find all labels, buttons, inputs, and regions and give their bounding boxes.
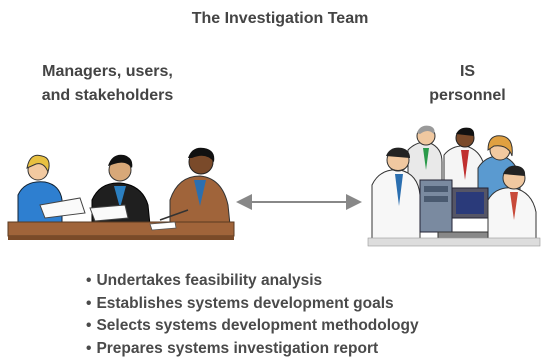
- manager-person-1: [17, 154, 86, 226]
- task-list: Undertakes feasibility analysis Establis…: [86, 270, 419, 361]
- is-person-front-right: [487, 165, 537, 246]
- task-item: Undertakes feasibility analysis: [86, 270, 419, 293]
- task-item: Prepares systems investigation report: [86, 338, 419, 361]
- computer-workstation: [419, 179, 495, 241]
- managers-group-illustration: [7, 147, 235, 240]
- is-personnel-group-illustration: [367, 125, 541, 247]
- manager-person-2: [89, 154, 151, 226]
- meeting-table: [7, 221, 235, 237]
- is-person-back-2: [443, 127, 485, 196]
- task-item: Establishes systems development goals: [86, 293, 419, 316]
- manager-person-3: [159, 147, 231, 226]
- task-item: Selects systems development methodology: [86, 315, 418, 338]
- is-person-front-left: [371, 147, 421, 241]
- managers-group-label: Managers, users, and stakeholders: [41, 63, 174, 104]
- is-person-back-1: [407, 125, 443, 191]
- diagram-title: The Investigation Team: [191, 10, 369, 27]
- is-personnel-group-label: IS personnel: [429, 63, 506, 104]
